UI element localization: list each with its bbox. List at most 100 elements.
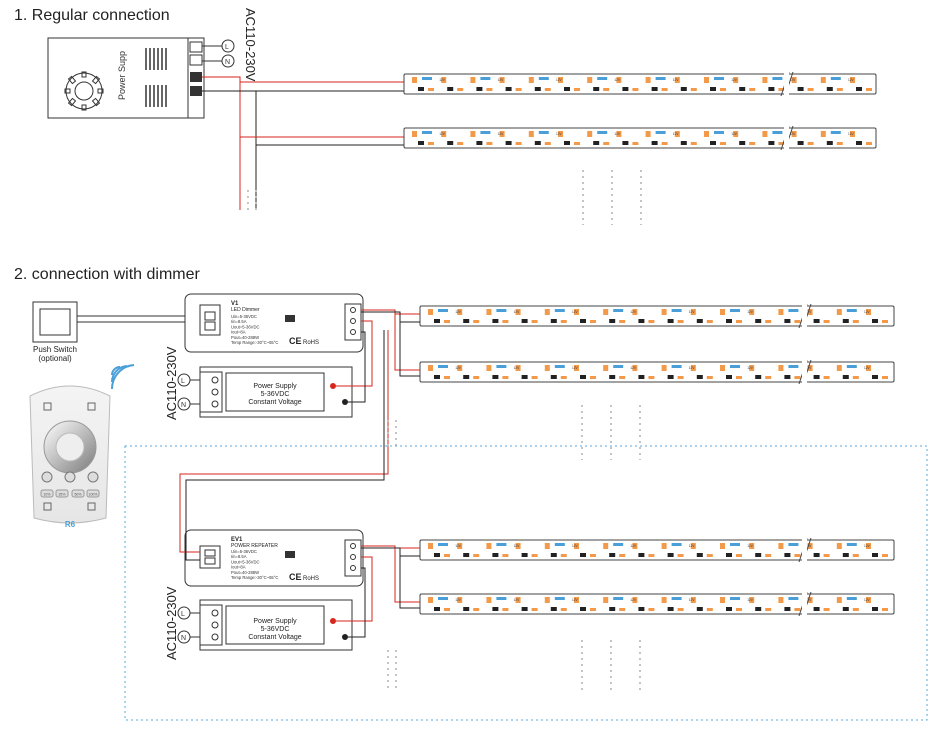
remote-preset-button <box>40 489 54 498</box>
strip-pad <box>866 597 871 603</box>
strip-voltage-label: 12V <box>790 132 797 136</box>
repeater-ev1: EV1 POWER REPEATER Uin=5-36VDCIin=8.5AUo… <box>184 529 364 587</box>
strip-pad <box>820 131 826 137</box>
strip-voltage-label: 12V <box>514 310 521 314</box>
strip-led <box>496 365 507 368</box>
strip-voltage-label: 12V <box>455 366 462 370</box>
strip-resistor <box>648 554 655 557</box>
strip-chip <box>622 141 629 145</box>
strip-pad <box>661 365 667 371</box>
strip-pad <box>544 597 550 603</box>
strip-pad <box>704 131 709 137</box>
strip-led <box>613 365 624 368</box>
strip-led <box>554 543 565 546</box>
strip-resistor <box>765 320 772 323</box>
strip-resistor <box>736 554 742 557</box>
strip-chip <box>726 375 732 379</box>
strip-resistor <box>473 376 480 379</box>
psu2-live-label: L <box>181 611 185 618</box>
strip-pad <box>645 77 651 83</box>
strip-chip <box>842 607 849 611</box>
strip-resistor <box>486 88 493 91</box>
strip-resistor <box>852 608 859 611</box>
psu2-line1: Power Supply <box>253 618 297 625</box>
strip-pad <box>486 543 492 549</box>
repeater-spec: Temp Range:-30°C~55°C <box>231 575 278 580</box>
section2-wires <box>179 309 420 638</box>
strip-voltage-label: 12V <box>572 366 579 370</box>
strip-voltage-label: 12V <box>514 598 521 602</box>
strip-voltage-label: 12V <box>689 310 696 314</box>
live-terminal <box>221 39 235 53</box>
strip-resistor <box>502 320 509 323</box>
strip-chip <box>418 141 424 145</box>
strip-chip <box>550 319 557 323</box>
strip-pad <box>486 309 492 315</box>
strip-pad <box>544 365 550 371</box>
strip-led <box>730 543 740 546</box>
strip-led <box>788 309 799 312</box>
strip-led <box>496 309 507 312</box>
strip-pad <box>866 543 871 549</box>
strip-break-gap <box>802 304 807 328</box>
right-arrow-icon <box>87 471 99 483</box>
strip-voltage-label: 12V <box>514 544 521 548</box>
remote-preset-label: 50% <box>74 493 81 497</box>
power-supply-2: Power Supply 5-36VDC Constant Voltage <box>199 599 353 651</box>
dimmer-name: LED Dimmer <box>231 307 260 313</box>
strip-led <box>714 131 724 134</box>
strip-resistor <box>444 608 450 611</box>
remote-preset-label: 25% <box>58 493 65 497</box>
strip-led <box>655 131 666 134</box>
strip-voltage-label: 12V <box>806 366 813 370</box>
strip-pad <box>749 365 755 371</box>
strip-voltage-label: 12V <box>614 78 621 82</box>
strip-pad <box>733 131 739 137</box>
strip-pad <box>515 309 521 315</box>
strip-pad <box>470 131 476 137</box>
strip-chip <box>755 553 762 557</box>
strip-voltage-label: 12V <box>556 132 563 136</box>
strip-led <box>772 131 783 134</box>
strip-chip <box>492 319 499 323</box>
remote-label: R6 <box>65 520 76 529</box>
strip-resistor <box>619 554 626 557</box>
strip-pad <box>457 543 463 549</box>
strip-chip <box>680 141 687 145</box>
strip-led <box>772 77 783 80</box>
remote-preset-button <box>55 489 69 498</box>
strip-resistor <box>590 376 596 379</box>
strip-pad <box>836 365 842 371</box>
strip-chip <box>521 319 528 323</box>
strip-chip <box>463 319 470 323</box>
strip-resistor <box>603 88 610 91</box>
strip-pad <box>720 597 725 603</box>
strip-voltage-label: 12V <box>439 132 446 136</box>
strip-pad <box>661 597 667 603</box>
strip-resistor <box>444 320 450 323</box>
strip-pad <box>749 543 755 549</box>
strip-chip <box>755 375 762 379</box>
neutral-terminal-label: N <box>225 59 230 66</box>
strip-resistor <box>648 320 655 323</box>
strip-pad <box>457 309 463 315</box>
strip-chip <box>651 141 658 145</box>
strip-resistor <box>852 376 859 379</box>
strip-pad <box>778 597 784 603</box>
strip-chip <box>696 553 703 557</box>
repeater-spec: Pout=40-288W <box>231 570 259 575</box>
strip-resistor <box>823 320 830 323</box>
remote-r6: 10%25%50%100% R6 <box>29 385 111 529</box>
strip-led <box>496 597 507 600</box>
strip-voltage-label: 12V <box>630 366 637 370</box>
repeater-led-indicator <box>285 551 295 558</box>
strip-resistor <box>765 608 772 611</box>
strip-pad <box>574 365 579 371</box>
strip-pad <box>661 543 667 549</box>
strip-pad <box>836 309 842 315</box>
strip-led <box>830 77 841 80</box>
strip-resistor <box>560 376 567 379</box>
